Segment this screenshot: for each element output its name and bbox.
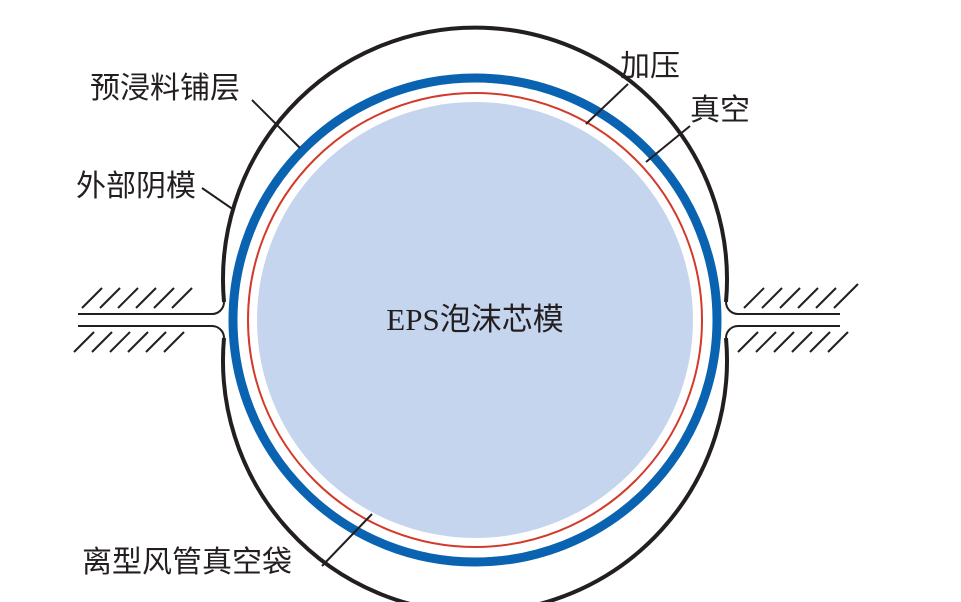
- left-flange-hatching-top: [81, 287, 193, 309]
- external-mold-ring: [221, 25, 729, 602]
- leader-external-mold: [201, 187, 235, 211]
- prepreg-layer-ring: [228, 73, 722, 567]
- leader-pressurization: [585, 83, 629, 125]
- leader-release-bag: [321, 513, 373, 567]
- leader-prepreg-layer: [251, 99, 301, 149]
- right-flange-hatching-bottom: [737, 331, 849, 353]
- eps-foam-core: [257, 102, 693, 538]
- label-external-mold: 外部阴模: [76, 169, 196, 204]
- right-flange-hatching-top: [743, 283, 859, 309]
- vacuum-bag-ring: [247, 92, 703, 548]
- label-pressurization: 加压: [620, 49, 680, 84]
- left-flange-hatching-bottom: [73, 331, 185, 353]
- right-flange: [725, 283, 859, 353]
- left-flange: [73, 287, 225, 353]
- label-vacuum: 真空: [690, 93, 750, 128]
- leader-vacuum: [645, 125, 691, 163]
- core-label: EPS泡沫芯模: [386, 302, 563, 337]
- label-release-bag: 离型风管真空袋: [82, 545, 292, 580]
- label-prepreg-layer: 预浸料铺层: [90, 71, 240, 106]
